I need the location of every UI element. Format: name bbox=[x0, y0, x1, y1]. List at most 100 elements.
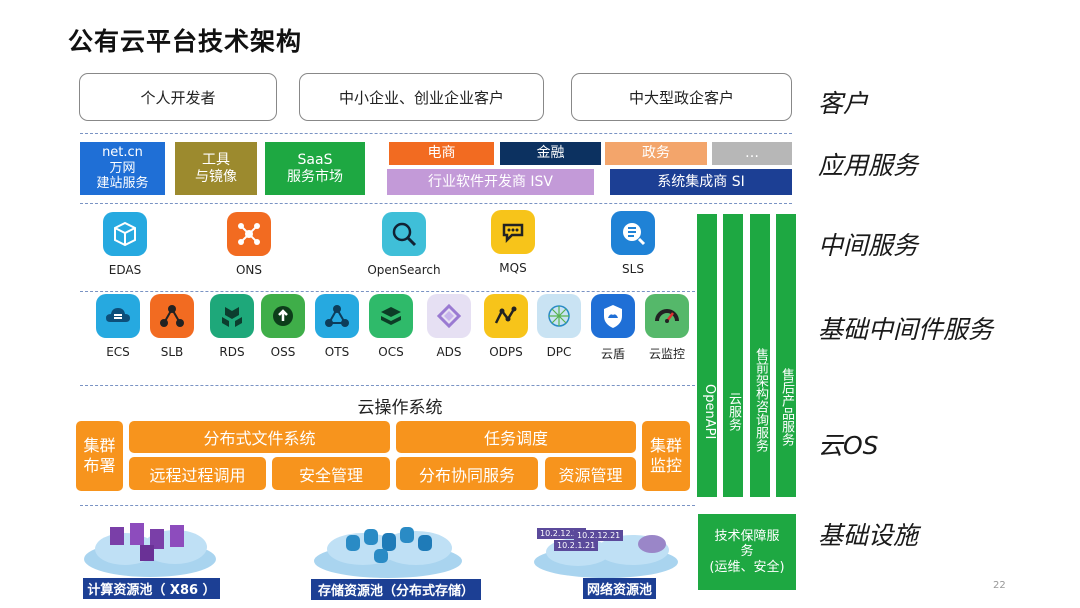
tools-line2: 与镜像 bbox=[195, 168, 237, 185]
rpc-box: 远程过程调用 bbox=[129, 457, 266, 490]
cloud-server-icon bbox=[96, 294, 140, 338]
saas-line2: 服务市场 bbox=[287, 168, 343, 185]
icon-label: SLS bbox=[622, 262, 644, 276]
icon-label: RDS bbox=[219, 345, 245, 359]
cube-icon bbox=[103, 212, 147, 256]
openapi-column: OpenAPI bbox=[697, 214, 717, 497]
tech-support-line2: 务 bbox=[740, 544, 754, 560]
base-ots: OTS bbox=[313, 294, 361, 359]
cluster-deploy-line2: 布署 bbox=[83, 456, 116, 475]
cluster-deploy-box: 集群 布署 bbox=[76, 421, 123, 491]
app-ecommerce: 电商 bbox=[389, 142, 494, 165]
divider bbox=[80, 291, 695, 292]
middle-opensearch: OpenSearch bbox=[349, 212, 459, 277]
page-title: 公有云平台技术架构 bbox=[68, 27, 303, 56]
coordination-box: 分布协同服务 bbox=[396, 457, 538, 490]
base-oss: OSS bbox=[259, 294, 307, 359]
tech-support-box: 技术保障服 务 (运维、安全) bbox=[698, 514, 796, 590]
storage-pool-label: 存储资源池（分布式存储） bbox=[311, 579, 481, 600]
message-icon bbox=[491, 210, 535, 254]
icon-label: OCS bbox=[378, 345, 404, 359]
cluster-monitor-line2: 监控 bbox=[649, 456, 682, 475]
cloud-servers-icon bbox=[84, 523, 216, 577]
ip-tag: 10.2.12.21 bbox=[537, 528, 587, 539]
icon-label: ONS bbox=[235, 263, 263, 277]
app-netcn-box: net.cn 万网 建站服务 bbox=[80, 142, 165, 195]
icon-label: ECS bbox=[106, 345, 130, 359]
layer-label-base-middleware: 基础中间件服务 bbox=[818, 315, 994, 344]
customer-enterprise-gov: 中大型政企客户 bbox=[571, 73, 792, 121]
icon-label: ODPS bbox=[489, 345, 523, 359]
database-icon bbox=[210, 294, 254, 338]
gauge-icon bbox=[645, 294, 689, 338]
data-processing-icon bbox=[484, 294, 528, 338]
aftersales-column: 售后产品服务 bbox=[776, 214, 796, 497]
app-finance: 金融 bbox=[500, 142, 601, 165]
customer-individual-developer: 个人开发者 bbox=[79, 73, 277, 121]
icon-label: OpenSearch bbox=[367, 263, 441, 277]
base-ads: ADS bbox=[425, 294, 473, 359]
cloud-storage-icon bbox=[314, 527, 462, 578]
base-slb: SLB bbox=[148, 294, 196, 359]
table-store-icon bbox=[315, 294, 359, 338]
icon-label: OTS bbox=[324, 345, 350, 359]
saas-line1: SaaS bbox=[297, 151, 333, 168]
middle-edas: EDAS bbox=[90, 212, 160, 277]
security-mgmt-box: 安全管理 bbox=[272, 457, 390, 490]
layer-label-middle: 中间服务 bbox=[818, 231, 919, 260]
middle-mqs: MQS bbox=[478, 210, 548, 275]
analytics-icon bbox=[427, 294, 471, 338]
resource-mgmt-box: 资源管理 bbox=[545, 457, 636, 490]
load-balancer-icon bbox=[150, 294, 194, 338]
divider bbox=[80, 505, 695, 506]
icon-label: SLB bbox=[160, 345, 184, 359]
cluster-monitor-line1: 集群 bbox=[649, 436, 682, 455]
base-odps: ODPS bbox=[482, 294, 530, 359]
cloud-os-title: 云操作系统 bbox=[357, 398, 443, 418]
cluster-deploy-line1: 集群 bbox=[83, 436, 116, 455]
netcn-line2: 万网 bbox=[109, 160, 136, 176]
app-more: … bbox=[712, 142, 792, 165]
base-dpc: DPC bbox=[535, 294, 583, 359]
layer-label-app: 应用服务 bbox=[818, 151, 919, 180]
base-rds: RDS bbox=[208, 294, 256, 359]
base-cloud-shield: 云盾 bbox=[589, 294, 637, 362]
netcn-line1: net.cn bbox=[102, 145, 143, 161]
cache-icon bbox=[369, 294, 413, 338]
icon-label: 云监控 bbox=[648, 347, 685, 361]
icon-label: DPC bbox=[546, 345, 572, 359]
scheduling-box: 任务调度 bbox=[396, 421, 636, 453]
middle-sls: SLS bbox=[598, 211, 668, 276]
icon-label: OSS bbox=[270, 345, 296, 359]
shield-icon bbox=[591, 294, 635, 338]
customer-sme: 中小企业、创业企业客户 bbox=[299, 73, 544, 121]
network-pool-label: 网络资源池 bbox=[583, 578, 656, 599]
ip-tag: 10.2.1.21 bbox=[554, 540, 599, 551]
base-cloud-monitor: 云监控 bbox=[643, 294, 691, 362]
globe-network-icon bbox=[537, 294, 581, 338]
tech-support-line3: (运维、安全) bbox=[709, 559, 785, 575]
network-nodes-icon bbox=[227, 212, 271, 256]
compute-cloud bbox=[80, 515, 220, 581]
tools-line1: 工具 bbox=[202, 151, 230, 168]
divider bbox=[80, 385, 695, 386]
storage-icon bbox=[261, 294, 305, 338]
divider bbox=[80, 203, 792, 204]
app-tools-box: 工具 与镜像 bbox=[175, 142, 257, 195]
icon-label: EDAS bbox=[108, 263, 142, 277]
netcn-line3: 建站服务 bbox=[96, 176, 149, 192]
app-government: 政务 bbox=[605, 142, 707, 165]
layer-label-customer: 客户 bbox=[818, 89, 869, 118]
compute-pool-label: 计算资源池（ X86 ） bbox=[83, 578, 220, 599]
page-number: 22 bbox=[993, 580, 1006, 591]
layer-label-infra: 基础设施 bbox=[818, 521, 919, 550]
presales-column: 售前架构咨询服务 bbox=[750, 214, 770, 497]
base-ecs: ECS bbox=[94, 294, 142, 359]
cloud-service-column: 云服务 bbox=[723, 214, 743, 497]
dfs-box: 分布式文件系统 bbox=[129, 421, 390, 453]
layer-label-cloud-os: 云OS bbox=[818, 431, 879, 460]
divider bbox=[80, 133, 792, 134]
icon-label: ADS bbox=[436, 345, 462, 359]
cluster-monitor-box: 集群 监控 bbox=[642, 421, 690, 491]
log-search-icon bbox=[611, 211, 655, 255]
